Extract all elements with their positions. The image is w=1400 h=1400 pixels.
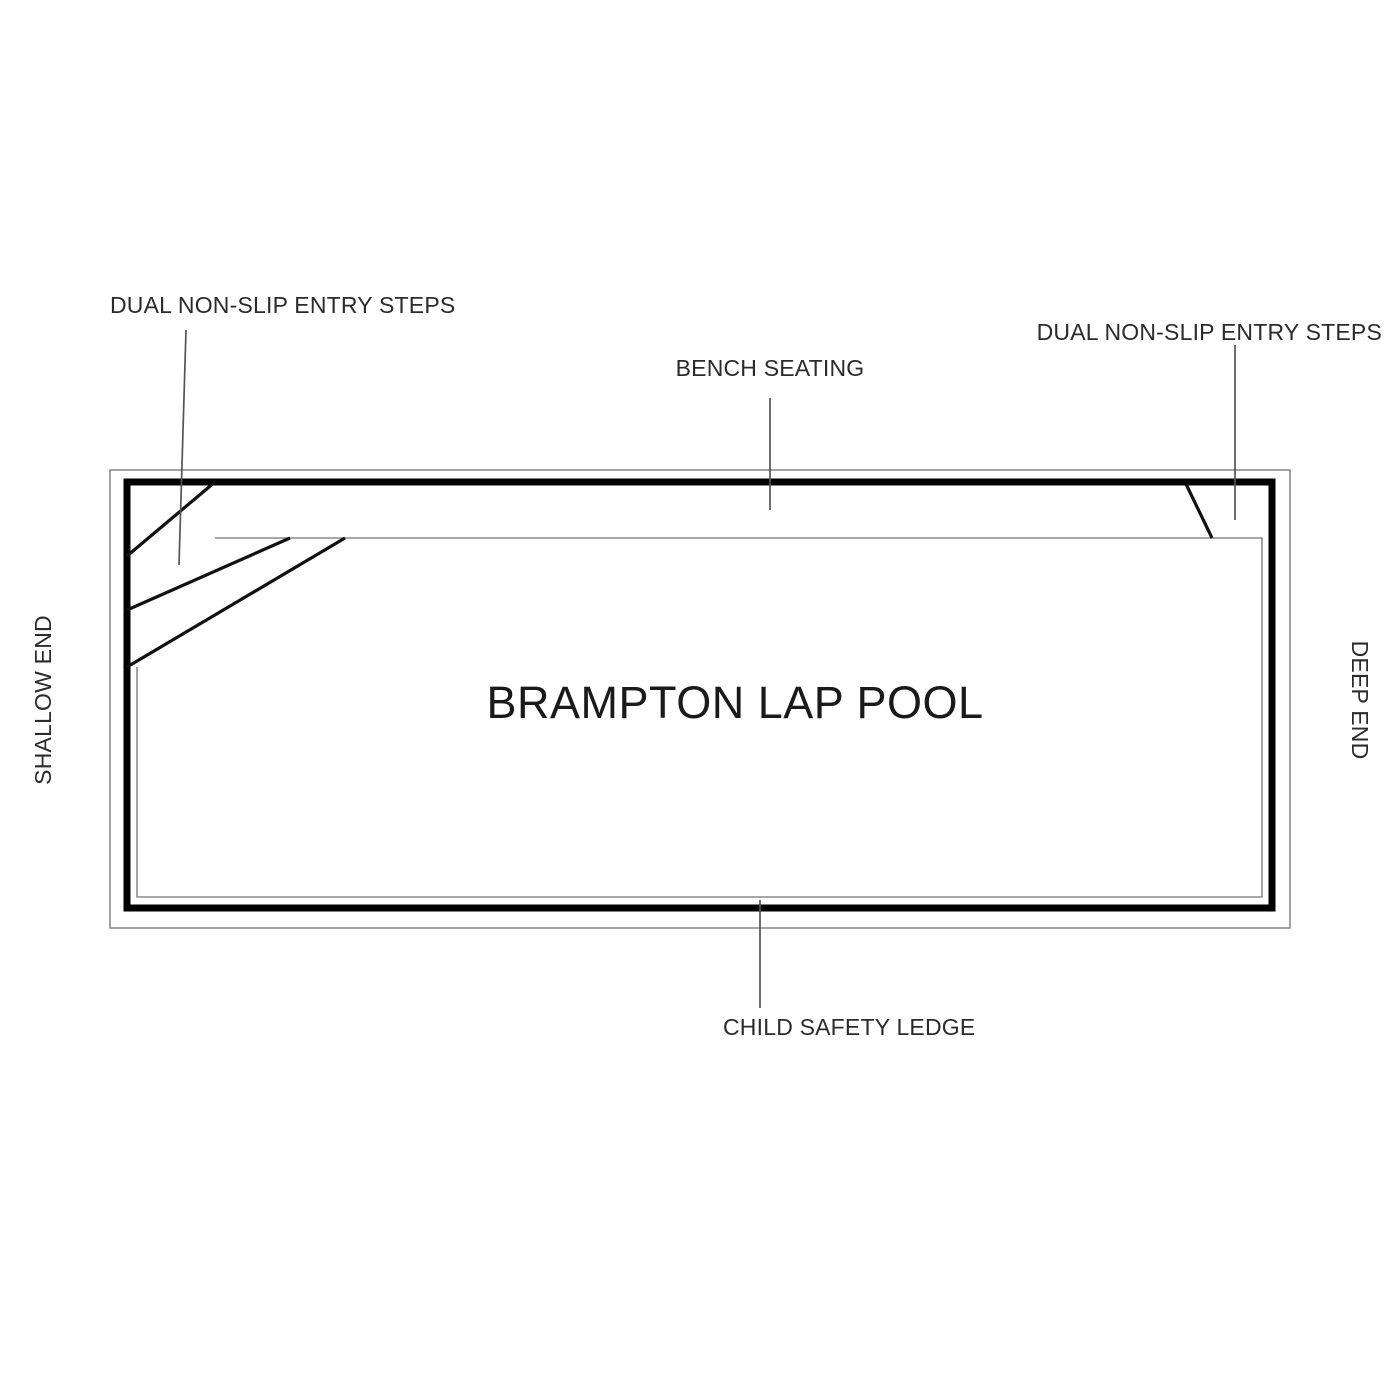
- edge-label-shallow-end: SHALLOW END: [30, 615, 56, 785]
- entry-steps-deep-end: [1184, 483, 1214, 539]
- pool-title: BRAMPTON LAP POOL: [487, 677, 984, 728]
- edge-label-deep-end: DEEP END: [1347, 641, 1373, 760]
- step-line-1: [1184, 483, 1214, 539]
- pool-wall-outline: [123, 478, 1276, 912]
- step-line-3: [126, 536, 346, 669]
- callout-label-bench-seating: BENCH SEATING: [676, 355, 865, 381]
- step-line-2: [126, 536, 291, 612]
- step-line-1: [125, 480, 217, 558]
- deck-outline: [109, 469, 1291, 929]
- callout-label-entry-steps-right: DUAL NON-SLIP ENTRY STEPS: [1037, 319, 1382, 345]
- entry-steps-shallow-end: [125, 480, 346, 669]
- callout-label-entry-steps-left: DUAL NON-SLIP ENTRY STEPS: [110, 292, 455, 318]
- leader-line-entry-steps-left: [178, 329, 187, 566]
- child-safety-ledge-outline: [136, 537, 1263, 898]
- callout-label-child-safety-ledge: CHILD SAFETY LEDGE: [723, 1014, 975, 1040]
